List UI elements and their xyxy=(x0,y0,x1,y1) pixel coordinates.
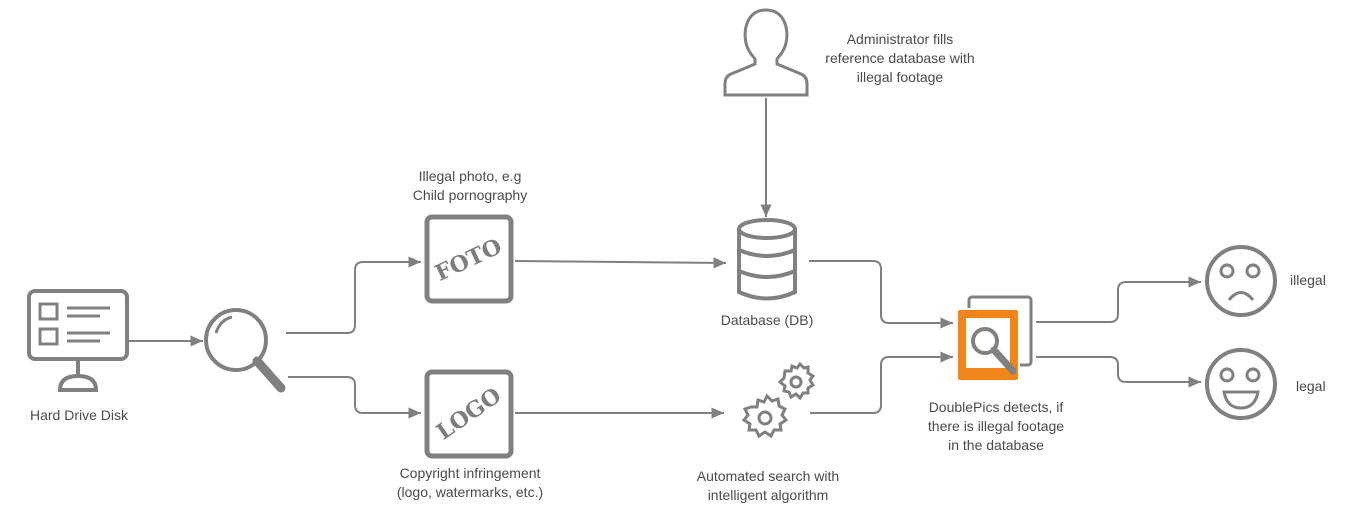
sad-face-icon xyxy=(1205,245,1277,317)
database-label: Database (DB) xyxy=(720,312,814,328)
foto-tile-icon: FOTO xyxy=(424,214,514,304)
connector-doublepics-to-legal xyxy=(1036,356,1201,388)
connector-db-to-doublepics xyxy=(809,260,953,329)
doublepics-label: DoublePics detects, if there is illegal … xyxy=(927,399,1065,453)
automated-search-label: Automated search with intelligent algori… xyxy=(696,468,840,503)
connector-doublepics-to-illegal xyxy=(1036,276,1201,323)
administrator-icon xyxy=(723,8,809,97)
copyright-label: Copyright infringement (logo, watermarks… xyxy=(396,465,544,500)
database-icon xyxy=(737,218,797,301)
hdd-label: Hard Drive Disk xyxy=(29,407,128,423)
gears-icon xyxy=(741,361,816,439)
illegal-photo-label: Illegal photo, e.g Child pornography xyxy=(412,168,528,203)
legal-result-label: legal xyxy=(1296,378,1326,394)
monitor-icon xyxy=(27,289,129,392)
connector-foto-to-db xyxy=(514,257,727,269)
happy-face-icon xyxy=(1205,348,1277,420)
connector-gears-to-doublepics xyxy=(810,351,953,414)
connector-search-to-logo xyxy=(288,376,421,419)
doublepics-icon xyxy=(956,295,1033,382)
administrator-label: Administrator fills reference database w… xyxy=(825,31,975,85)
connector-search-to-foto xyxy=(286,256,421,334)
illegal-result-label: illegal xyxy=(1290,272,1326,288)
logo-tile-icon: LOGO xyxy=(424,369,514,459)
magnifier-icon xyxy=(204,308,286,393)
